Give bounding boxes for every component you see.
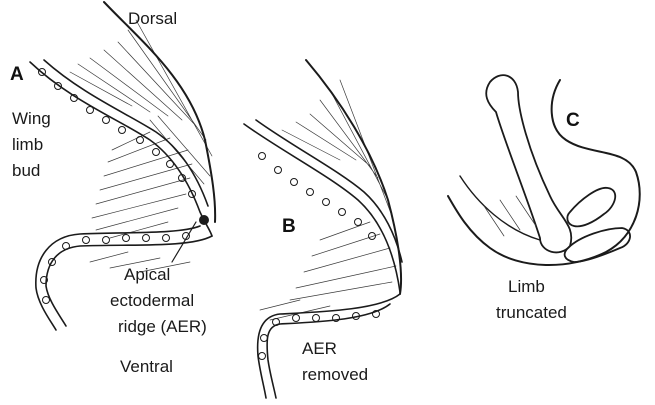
aer-label-line-3: ridge (AER) [118,317,207,336]
panel-c-body-outline [448,80,640,265]
panel-c-drawing [448,75,640,265]
panel-a-ectoderm-inner [44,60,208,206]
aer-label-line-2: ectodermal [110,291,194,310]
truncated-line-2: truncated [496,303,567,322]
panel-a-aer-tip [199,215,209,225]
panel-a-drawing [30,2,215,330]
panel-b-mesenchyme [260,80,396,320]
aer-label-line-1: Apical [124,265,170,284]
panel-b-letter: B [282,216,296,237]
panel-c-stub-1 [567,188,615,227]
wing-label-line-2: limb [12,135,43,154]
wing-label-line-1: Wing [12,109,51,128]
ventral-label: Ventral [120,357,173,376]
dorsal-label: Dorsal [128,9,177,28]
panel-a-ventral-ectoderm-inner [36,226,200,330]
wing-label-line-3: bud [12,161,40,180]
aer-removed-line-2: removed [302,365,368,384]
panel-c-humerus [486,75,571,252]
panel-c-letter: C [566,110,580,131]
panel-a-letter: A [10,64,24,85]
truncated-line-1: Limb [508,277,545,296]
aer-removed-line-1: AER [302,339,337,358]
panel-c-stub-2 [565,228,630,262]
panel-a-ectoderm-outer [30,62,212,236]
panel-b-ectoderm-inner [256,120,402,262]
panel-b-dorsal-outline [306,60,401,294]
